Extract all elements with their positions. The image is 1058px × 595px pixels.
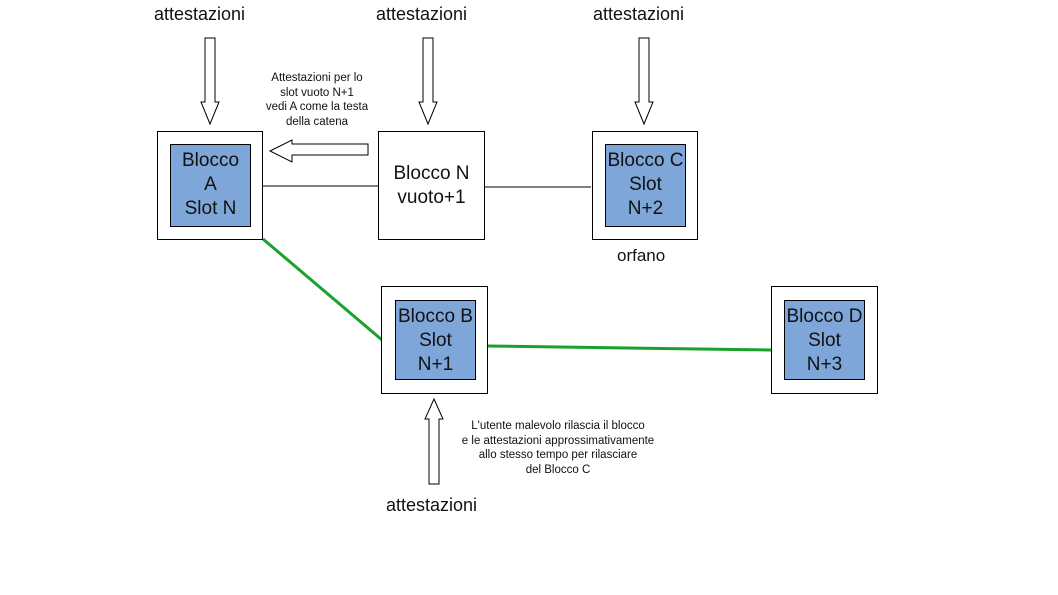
- attestations-label-bottom-b: attestazioni: [386, 495, 478, 515]
- block-n-empty: Blocco N vuoto+1: [378, 131, 485, 240]
- block-a-line: A: [204, 174, 217, 195]
- block-n-line: Blocco N: [393, 162, 470, 184]
- empty-slot-note-line: vedi A come la testa: [265, 101, 369, 113]
- chain-link-a-to-b: [262, 237, 383, 342]
- attestation-arrow-a: [200, 37, 220, 126]
- attestations-label-top-c: attestazioni: [593, 4, 685, 24]
- empty-slot-note-line: slot vuoto N+1: [280, 86, 354, 99]
- block-a: Blocco A Slot N: [157, 131, 263, 240]
- block-c-inner: Blocco C Slot N+2: [605, 144, 686, 227]
- attestation-arrow-n: [418, 37, 438, 126]
- block-c-line: Slot: [629, 174, 662, 195]
- block-b-line: Slot: [419, 330, 452, 351]
- malicious-user-note: L'utente malevolo rilascia il blocco e l…: [448, 419, 668, 477]
- malicious-note-line: allo stesso tempo per rilasciare: [478, 449, 638, 461]
- malicious-note-line: e le attestazioni approssimativamente: [461, 434, 655, 447]
- empty-slot-note-line: della catena: [285, 115, 349, 128]
- empty-slot-note-line: Attestazioni per lo: [271, 72, 363, 84]
- block-c: Blocco C Slot N+2: [592, 131, 698, 240]
- block-d-line: N+3: [806, 354, 843, 375]
- block-c-line: N+2: [627, 198, 664, 219]
- block-b-inner: Blocco B Slot N+1: [395, 300, 476, 380]
- block-a-line: Slot N: [184, 198, 237, 219]
- malicious-note-line: del Blocco C: [525, 463, 591, 476]
- attestations-label-top-n: attestazioni: [376, 4, 468, 24]
- block-b-line: N+1: [417, 354, 454, 375]
- malicious-note-line: L'utente malevolo rilascia il blocco: [471, 420, 645, 432]
- block-a-inner: Blocco A Slot N: [170, 144, 251, 227]
- block-c-line: Blocco C: [607, 150, 684, 171]
- attestations-label-top-a: attestazioni: [154, 4, 246, 24]
- block-a-line: Blocco: [181, 150, 240, 171]
- block-b: Blocco B Slot N+1: [381, 286, 488, 394]
- chain-link-b-to-d: [487, 344, 772, 352]
- block-b-line: Blocco B: [398, 306, 473, 327]
- block-d: Blocco D Slot N+3: [771, 286, 878, 394]
- orphan-label: orfano: [617, 246, 666, 265]
- empty-slot-note: Attestazioni per lo slot vuoto N+1 vedi …: [246, 71, 388, 129]
- block-d-inner: Blocco D Slot N+3: [784, 300, 865, 380]
- block-d-line: Slot: [808, 330, 841, 351]
- attestation-arrow-b: [424, 397, 444, 485]
- attestation-arrow-c: [634, 37, 654, 126]
- empty-slot-arrow: [268, 139, 369, 163]
- block-d-line: Blocco D: [786, 306, 863, 327]
- block-n-line: vuoto+1: [397, 186, 466, 208]
